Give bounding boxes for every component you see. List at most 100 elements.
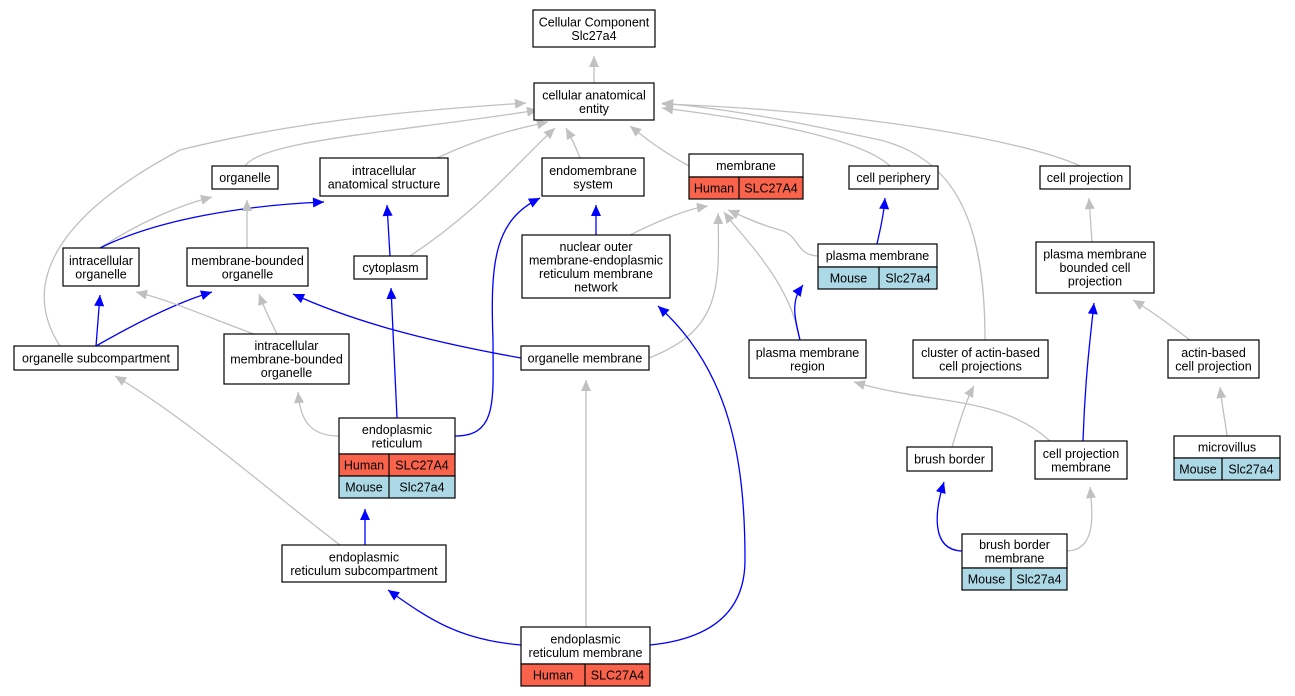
species-label: Mouse [968, 573, 1006, 587]
node-label-line: region [790, 359, 825, 373]
edge-cpm-to-pmr [853, 380, 1051, 442]
edge-line [409, 127, 556, 257]
edge-line [661, 107, 891, 167]
edge-arrowhead [94, 295, 105, 307]
edge-line [648, 212, 720, 359]
node-label-line: actin-based [1181, 346, 1246, 360]
edge-pm-to-membrane [727, 209, 819, 257]
edge-arrowhead [713, 213, 724, 225]
edge-arrowhead [514, 98, 526, 109]
node-cellproj[interactable]: cell projection [1039, 165, 1131, 190]
node-label-line: plasma membrane [826, 249, 930, 263]
node-box [532, 9, 656, 48]
node-orgsub[interactable]: organelle subcompartment [13, 345, 179, 371]
node-brush[interactable]: brush border [906, 446, 993, 472]
edge-line [629, 205, 709, 236]
tag-background [338, 475, 456, 499]
edge-line [387, 589, 522, 646]
edge-arrowhead [591, 205, 601, 216]
node-label-line: membrane-bounded [191, 254, 304, 268]
node-box [1035, 241, 1155, 294]
edge-erm-to-nuclear [649, 305, 746, 646]
edge-arrowhead [964, 386, 974, 399]
node-box [62, 247, 140, 287]
edge-arrowhead [936, 482, 946, 494]
node-orgmem[interactable]: organelle membrane [520, 345, 650, 371]
edge-mbo-to-organelle [242, 200, 252, 248]
edge-imbo-to-intraorg [135, 289, 255, 335]
node-label-line: plasma membrane [1043, 248, 1147, 262]
node-label-line: membrane [985, 551, 1045, 565]
edge-line [297, 391, 340, 437]
node-label-line: bounded cell [1060, 261, 1131, 275]
node-label-line: brush border [914, 453, 985, 467]
node-label-line: organelle subcompartment [22, 352, 171, 366]
node-label-line: Slc27a4 [571, 29, 616, 43]
edge-arrowhead [200, 194, 212, 205]
edge-line [1082, 302, 1095, 442]
edge-erm-to-ersub [387, 589, 522, 646]
node-label-line: intracellular [69, 254, 133, 268]
edge-pmr-to-pm [792, 284, 804, 341]
node-box [281, 544, 447, 583]
edge-er-to-cytoplasm [386, 287, 398, 419]
edge-ias-to-cae [436, 119, 549, 159]
node-label-line: Cellular Component [539, 15, 650, 29]
edge-pmbcp-to-cellproj [1084, 197, 1095, 243]
node-label-line: system [573, 177, 613, 191]
node-label-line: cluster of actin-based [921, 346, 1040, 360]
node-label-line: membrane-bounded [230, 353, 343, 367]
node-label-line: membrane [716, 159, 776, 173]
node-organelle[interactable]: organelle [211, 165, 279, 190]
node-cellperiph[interactable]: cell periphery [848, 165, 939, 190]
edge-imbo-to-mbo [258, 293, 278, 335]
edge-line [661, 103, 1081, 167]
node-label-line: cell periphery [856, 171, 931, 185]
node-nuclear[interactable]: nuclear outermembrane-endoplasmicreticul… [521, 234, 671, 299]
node-cytoplasm[interactable]: cytoplasm [353, 255, 428, 280]
edge-cytoplasm-to-ias [382, 204, 393, 257]
edge-membrane-to-cae [629, 125, 690, 167]
edge-line [436, 121, 549, 159]
edge-brush-to-cluster [951, 385, 975, 448]
species-label: Human [533, 669, 573, 683]
species-label: Mouse [830, 272, 868, 286]
edge-ersub-to-orgsub [114, 375, 341, 546]
edge-nuclear-to-membrane [629, 202, 709, 236]
edge-line [99, 196, 213, 249]
edge-arrowhead [360, 509, 370, 520]
edge-arrowhead [136, 289, 148, 300]
node-label-line: anatomical structure [328, 177, 441, 191]
gene-label: Slc27a4 [1228, 463, 1273, 477]
node-box [912, 339, 1049, 379]
edge-line [454, 197, 541, 437]
edge-arrowhead [1086, 487, 1096, 499]
edge-orgmem-to-mbo [292, 293, 522, 359]
edge-line [723, 211, 801, 341]
